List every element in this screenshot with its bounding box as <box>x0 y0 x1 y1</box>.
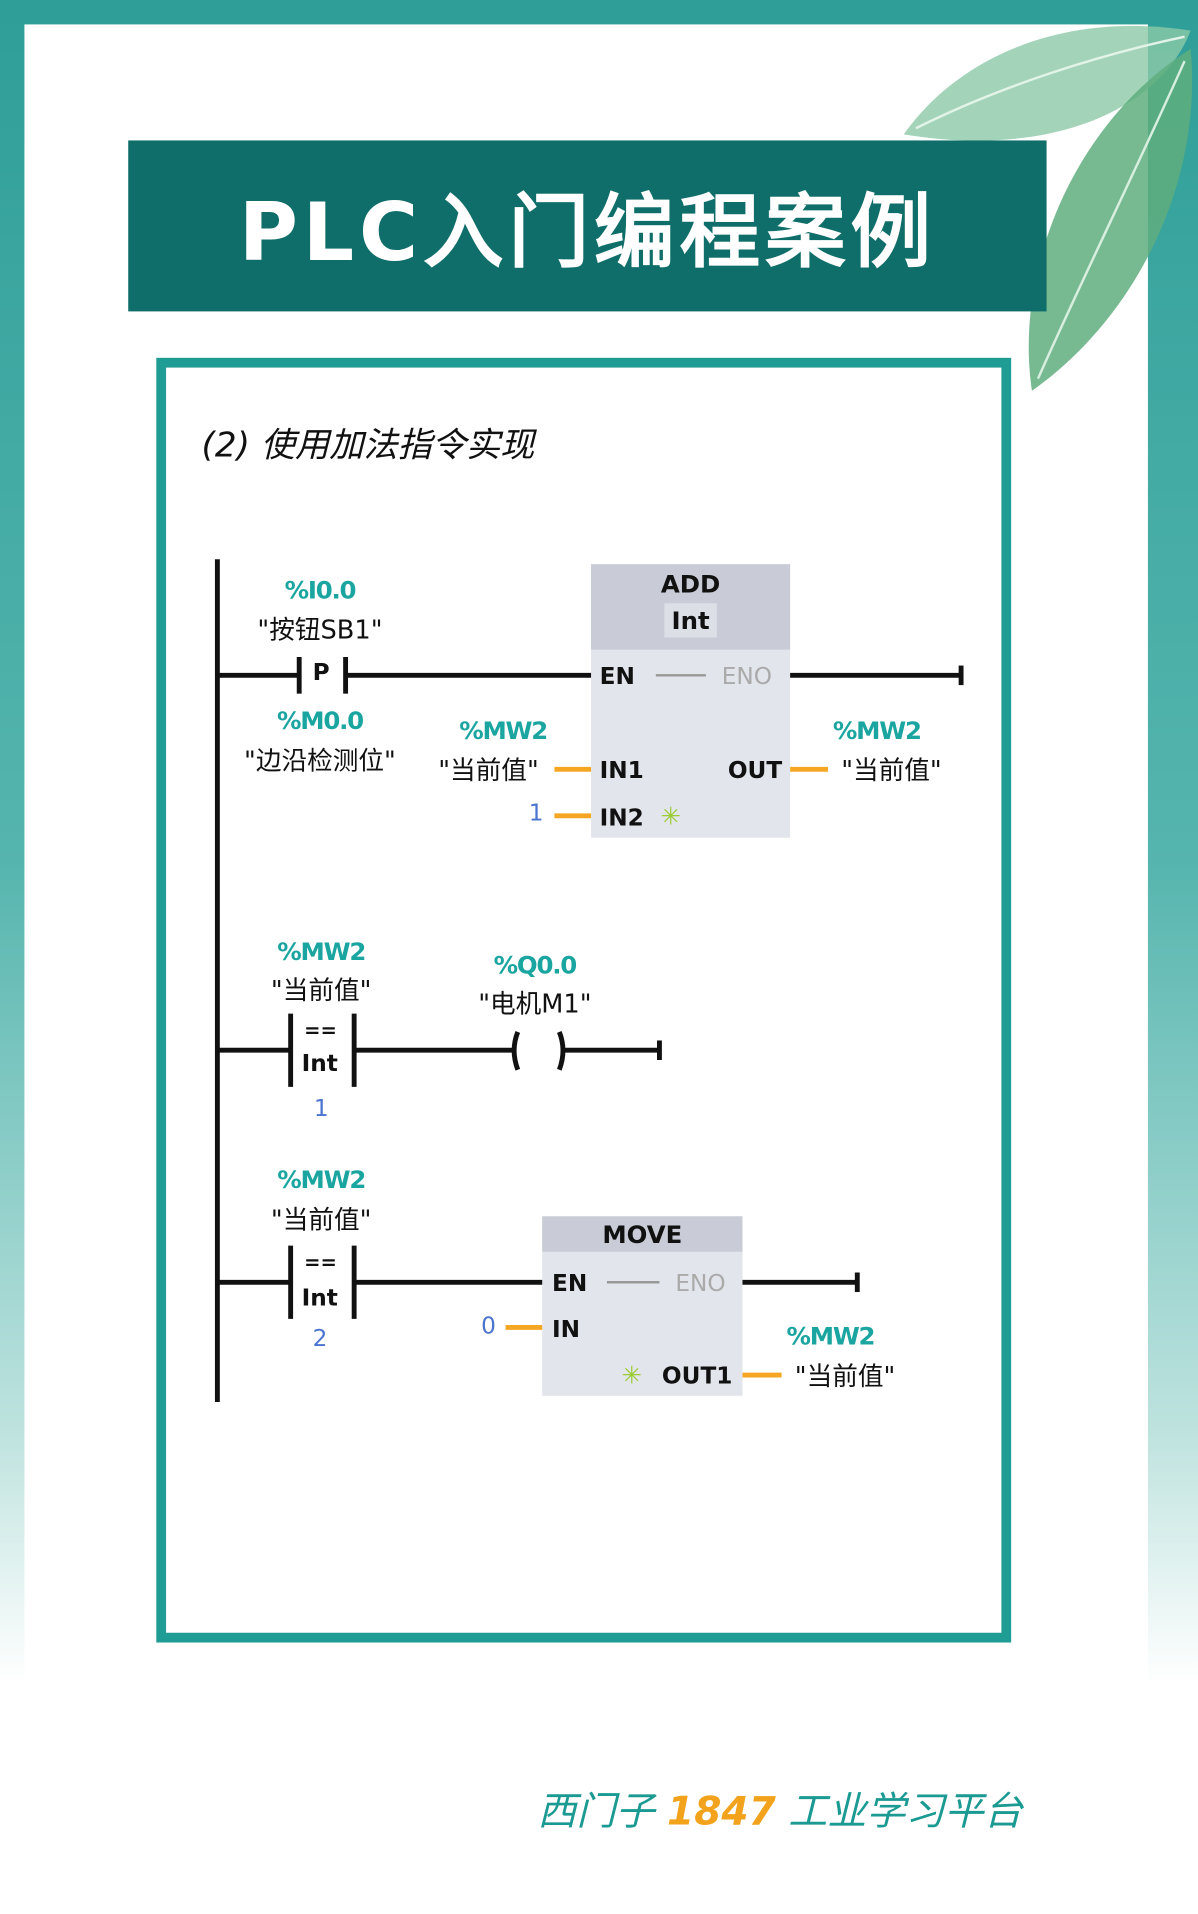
edge-symbol: "边沿检测位" <box>244 746 396 776</box>
cmp2-value[interactable]: 2 <box>312 1325 328 1352</box>
add-block-name: ADD <box>660 569 721 599</box>
cmp1-type: Int <box>301 1050 338 1078</box>
cmp1-address: %MW2 <box>277 936 366 966</box>
coil-symbol: "电机M1" <box>478 989 592 1019</box>
cmp2-symbol: "当前值" <box>270 1205 372 1235</box>
add-block-type: Int <box>664 603 717 638</box>
cmp1-value[interactable]: 1 <box>313 1095 329 1123</box>
move-eno-pin: ENO <box>675 1270 726 1297</box>
footer-brand: 西门子 1847 工业学习平台 <box>537 1781 1022 1837</box>
cmp2-operator: == <box>304 1250 337 1274</box>
ladder-wiring <box>214 559 964 1402</box>
add-pin-star-icon[interactable]: ✳ <box>660 801 682 831</box>
in1-symbol: "当前值" <box>438 755 539 786</box>
move-out1-pin: OUT1 <box>661 1362 733 1390</box>
move-in-pin: IN <box>551 1316 581 1344</box>
page-title: PLC入门编程案例 <box>128 140 1047 312</box>
contact-symbol: "按钮SB1" <box>257 615 383 645</box>
move-pin-star-icon[interactable]: ✳ <box>621 1360 643 1390</box>
move-block-name: MOVE <box>542 1216 743 1252</box>
p-contact-label[interactable]: P <box>312 659 330 687</box>
in1-address: %MW2 <box>459 715 548 745</box>
cmp1-operator: == <box>304 1018 337 1042</box>
coil-address: %Q0.0 <box>493 950 578 980</box>
out-symbol: "当前值" <box>841 755 942 786</box>
cmp1-symbol: "当前值" <box>270 975 372 1006</box>
add-out-pin: OUT <box>727 757 783 785</box>
out-address: %MW2 <box>832 715 922 745</box>
leaf-decoration <box>903 25 1193 391</box>
add-eno-pin: ENO <box>721 663 773 690</box>
add-en-pin: EN <box>599 663 635 690</box>
contact-address: %I0.0 <box>284 575 357 605</box>
move-en-pin: EN <box>551 1270 588 1297</box>
add-in2-pin: IN2 <box>599 804 644 832</box>
in2-value[interactable]: 1 <box>528 799 544 827</box>
edge-address: %M0.0 <box>276 705 364 736</box>
move-in-value[interactable]: 0 <box>481 1312 496 1340</box>
content-card <box>156 357 1012 1643</box>
add-block: ADD Int <box>591 564 791 838</box>
footer-brand-left: 西门子 <box>537 1787 655 1835</box>
move-out-address: %MW2 <box>786 1321 876 1351</box>
move-block: MOVE <box>542 1216 743 1396</box>
move-out-symbol: "当前值" <box>794 1361 896 1391</box>
add-in1-pin: IN1 <box>599 757 644 785</box>
footer-brand-number: 1847 <box>667 1787 776 1835</box>
cmp2-type: Int <box>301 1284 338 1312</box>
footer-brand-right: 工业学习平台 <box>788 1787 1023 1835</box>
subtitle: (2) 使用加法指令实现 <box>201 424 535 466</box>
cmp2-address: %MW2 <box>277 1165 366 1195</box>
